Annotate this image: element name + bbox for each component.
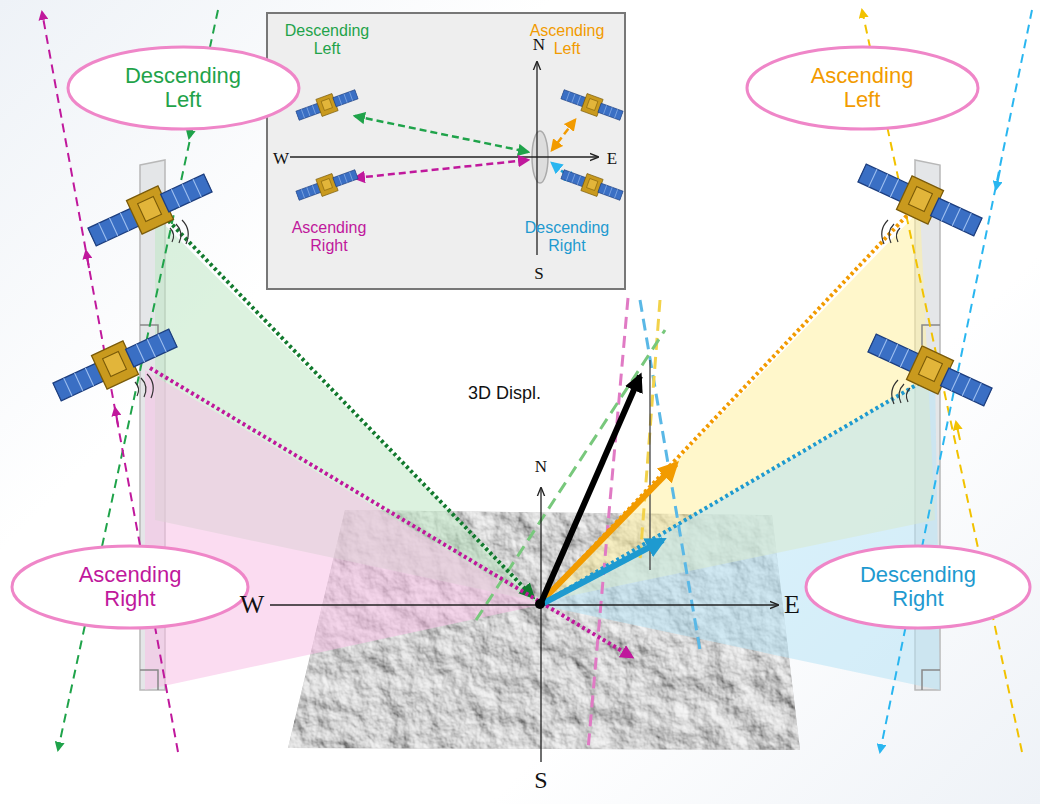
illustration-part [649, 360, 650, 570]
illustration-part [182, 220, 188, 244]
illustration-part [145, 370, 540, 690]
illustration-part [899, 384, 904, 403]
orbit-label-ellipse: Ascending Right [10, 544, 250, 630]
compass-axes [270, 488, 778, 762]
illustration-part [115, 408, 118, 425]
illustration-part [86, 251, 89, 268]
illustration-part [141, 378, 146, 397]
illustration-part [84, 166, 215, 253]
orbit-label: Descending Left [113, 64, 253, 112]
solution-lines [476, 298, 700, 750]
orbit-label-ellipse: Ascending Left [745, 45, 980, 131]
compass-letter: S [534, 264, 543, 283]
illustration-part [559, 86, 624, 125]
inset-compass-box: Descending Left Ascending LeftN W E Ascendin… [266, 12, 626, 290]
orbit-tracks [42, 10, 1032, 752]
illustration-part [548, 118, 558, 151]
compass-letter: W [240, 591, 265, 620]
orbit-label: Ascending Left [792, 64, 932, 112]
illustration-part [922, 670, 940, 690]
illustration-part [882, 220, 888, 244]
displacement-label: 3D Displ. [468, 384, 541, 404]
illustration-part [135, 382, 139, 396]
compass-letter: N [533, 35, 545, 54]
illustration-part [956, 422, 960, 440]
inset-orbit-label: Ascending Right [277, 219, 382, 255]
illustration-part [906, 388, 910, 402]
illustration-part [548, 118, 565, 152]
illustration-part [640, 300, 700, 650]
illustration-part [355, 116, 528, 152]
ellipse-shape [68, 47, 299, 129]
illustration-part [896, 228, 900, 242]
compass-letter: S [534, 767, 547, 793]
illustration-part [892, 380, 898, 404]
inset-orbit-label: Descending Right [515, 219, 620, 255]
illustration-part [996, 170, 1000, 189]
illustration-part [147, 374, 153, 398]
orbit-label-ellipse: Descending Left [66, 45, 301, 131]
illustration-part [476, 330, 665, 620]
inset-illustration [266, 12, 626, 290]
illustration-part [270, 604, 778, 605]
illustration-part [549, 116, 565, 152]
orbit-label: Descending Right [848, 563, 988, 611]
ellipse-shape [806, 546, 1030, 628]
illustration-part [176, 224, 181, 243]
illustration-part [540, 464, 676, 603]
look-planes [140, 210, 940, 690]
illustration-part [294, 166, 359, 205]
illustration-part [854, 156, 985, 243]
illustration-part [540, 488, 541, 762]
illustration-part [548, 116, 564, 152]
ellipse-shape [12, 546, 248, 628]
illustration-part [548, 116, 560, 150]
orbit-label: Ascending Right [60, 563, 200, 611]
illustration-part [535, 599, 545, 609]
illustration-part [548, 117, 564, 152]
illustration-part [540, 540, 663, 605]
illustration-part [548, 116, 558, 152]
illustration-part [294, 86, 359, 125]
illustration-part [588, 298, 628, 750]
compass-letter: N [535, 458, 547, 477]
inset-orbit-label: Ascending Left [515, 22, 620, 58]
compass-letter: E [607, 149, 617, 168]
illustration-part [355, 160, 528, 178]
illustration-part [140, 670, 158, 690]
illustration-part [49, 321, 180, 408]
illustration-part [290, 156, 598, 157]
illustration-part [548, 116, 563, 152]
illustration-part [266, 12, 626, 290]
illustration-part [864, 326, 995, 413]
inset-orbit-label: Descending Left [275, 22, 380, 58]
compass-letter: E [784, 591, 800, 620]
illustration-part [540, 376, 640, 605]
illustration-part [559, 166, 624, 205]
illustration-part [922, 325, 940, 345]
ellipse-shape [747, 47, 978, 129]
illustration-part [552, 120, 575, 150]
illustration-part [540, 375, 940, 690]
compass-letter: W [273, 149, 289, 168]
orbit-label-ellipse: Descending Right [804, 544, 1032, 630]
illustration-part [170, 228, 174, 242]
illustration-part [549, 116, 562, 151]
illustration-part [549, 117, 566, 152]
illustration-part [889, 224, 894, 243]
illustration-part [548, 117, 565, 152]
